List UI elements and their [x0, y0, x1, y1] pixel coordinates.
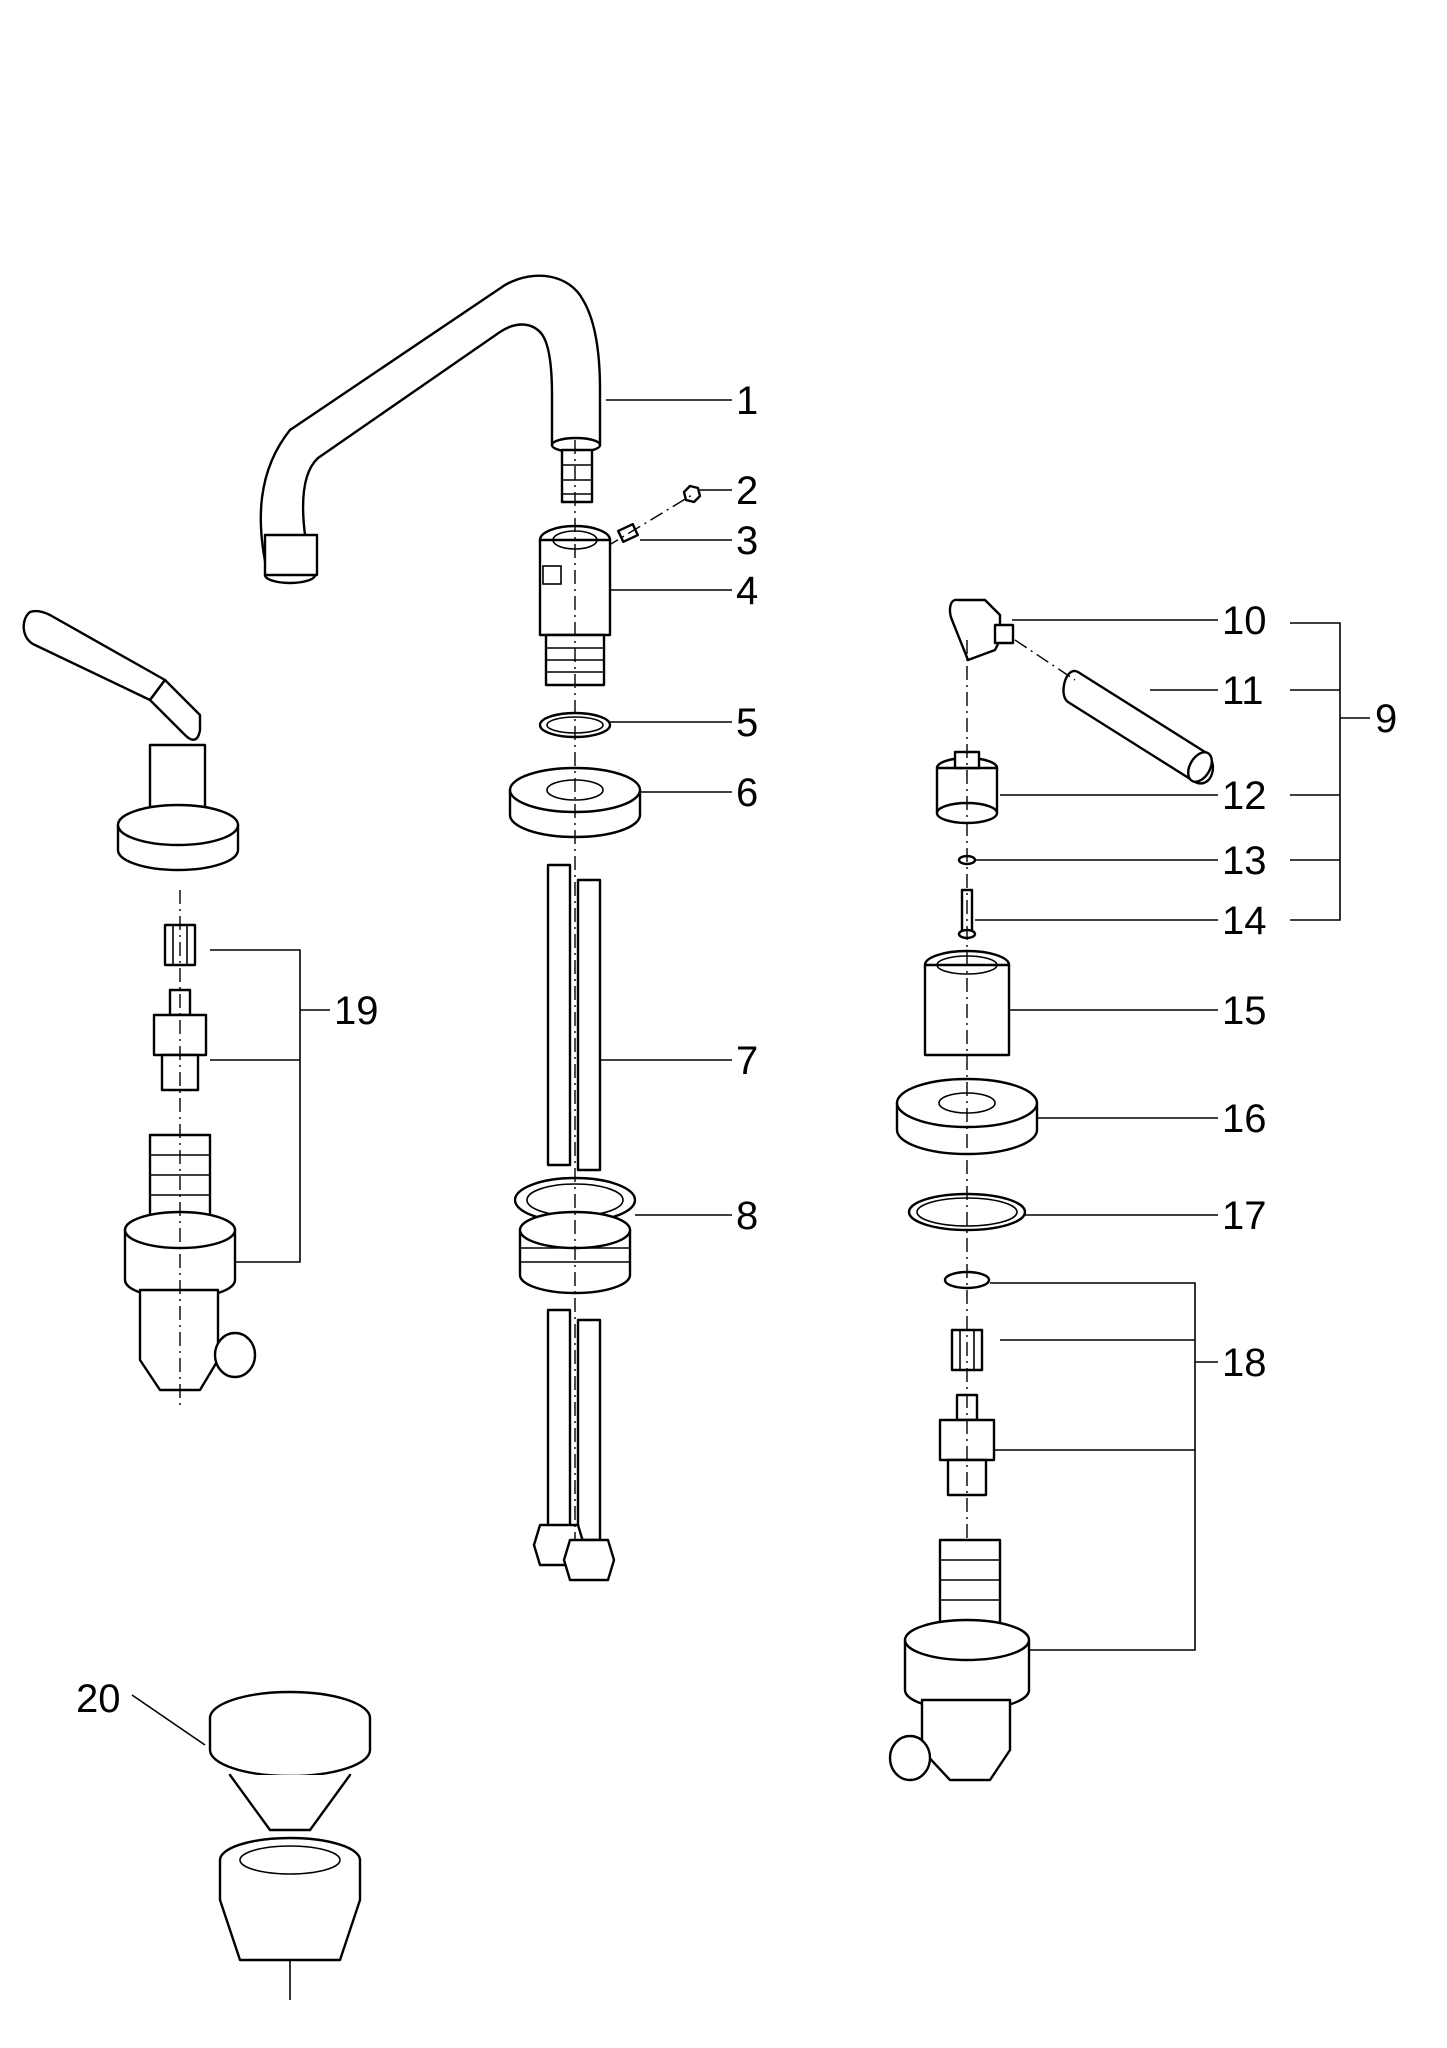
callout-11: 11	[1222, 669, 1264, 713]
callout-14: 14	[1222, 899, 1267, 943]
part-12-cap	[935, 750, 999, 825]
callout-10: 10	[1222, 599, 1267, 643]
callout-17: 17	[1222, 1194, 1267, 1238]
callout-13: 13	[1222, 839, 1267, 883]
part-2-set-screw	[682, 484, 702, 504]
callout-4: 4	[736, 569, 758, 613]
callout-9: 9	[1375, 697, 1397, 741]
callout-6: 6	[736, 771, 758, 815]
part-20-pop-up-drain	[208, 1690, 372, 2000]
callout-12: 12	[1222, 774, 1267, 818]
axis-lever	[1014, 639, 1076, 681]
part-18-valve-assembly	[888, 1270, 1031, 1782]
callout-7: 7	[736, 1039, 758, 1083]
callout-20: 20	[76, 1677, 121, 1721]
callout-1: 1	[736, 379, 758, 423]
callout-labels: 1 2 3 4 5 6 7 8 9 10 11 12 13 14 15 16 1…	[76, 379, 1397, 1721]
callout-3: 3	[736, 519, 758, 563]
callout-19: 19	[334, 989, 379, 1033]
callout-2: 2	[736, 469, 758, 513]
callout-5: 5	[736, 701, 758, 745]
callout-8: 8	[736, 1194, 758, 1238]
leader-lines	[131, 399, 1370, 1746]
axis-screw	[605, 494, 693, 548]
part-19-left-valve-assembly	[22, 609, 257, 1392]
callout-15: 15	[1222, 989, 1267, 1033]
callout-18: 18	[1222, 1341, 1267, 1385]
part-11-lever-handle	[1062, 669, 1215, 785]
spout-connector	[560, 448, 594, 504]
part-10-lever-body	[948, 598, 1015, 662]
callout-16: 16	[1222, 1097, 1267, 1141]
part-7-hoses	[532, 863, 616, 1582]
